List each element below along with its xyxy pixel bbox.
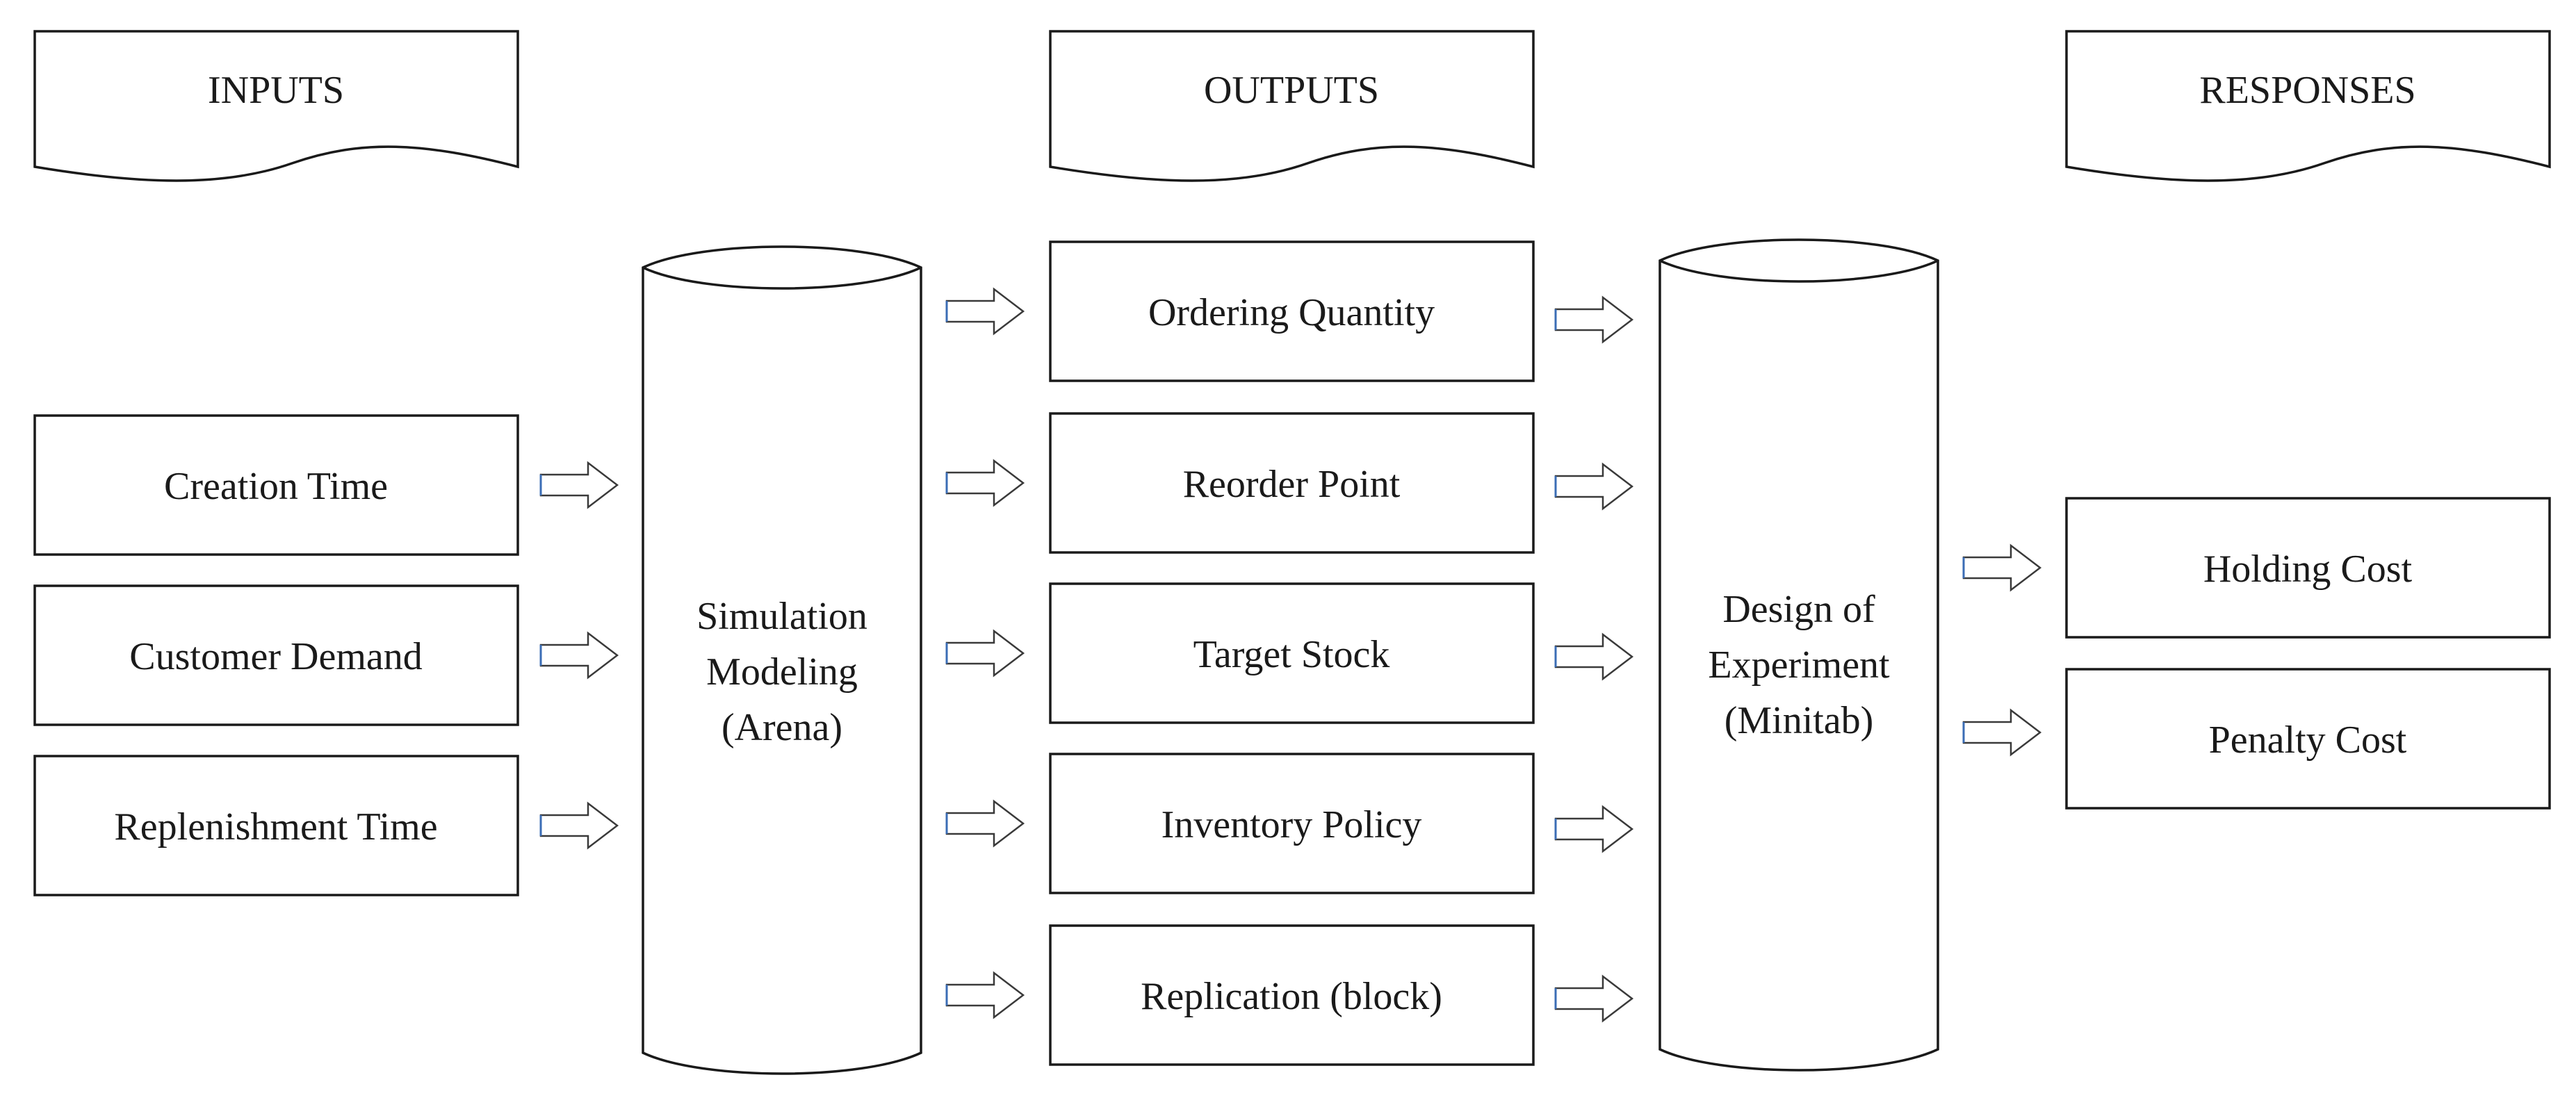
header-responses-label: RESPONSES (2199, 69, 2415, 112)
simulation-label-line-1: Simulation (696, 595, 867, 638)
output-label: Target Stock (1193, 633, 1390, 676)
doe-label-line-3: (Minitab) (1725, 699, 1874, 742)
simulation-label-line-2: Modeling (706, 650, 858, 694)
output-box-ordering-quantity: Ordering Quantity (1049, 240, 1535, 382)
flow-arrow-icon (945, 799, 1025, 848)
flow-arrow-icon (945, 629, 1025, 678)
output-label: Inventory Policy (1161, 803, 1422, 846)
flow-arrow-icon (539, 461, 619, 509)
output-box-inventory-policy: Inventory Policy (1049, 753, 1535, 894)
input-label: Creation Time (164, 465, 388, 508)
input-label: Customer Demand (129, 635, 422, 678)
input-box-replenishment-time: Replenishment Time (33, 755, 519, 896)
design-of-experiment-cylinder: Design of Experiment (Minitab) (1658, 238, 1939, 1072)
input-box-creation-time: Creation Time (33, 414, 519, 556)
output-label: Ordering Quantity (1148, 291, 1435, 334)
header-inputs-label: INPUTS (208, 69, 344, 112)
output-box-replication-block: Replication (block) (1049, 924, 1535, 1066)
header-outputs: OUTPUTS (1049, 30, 1535, 182)
flow-arrow-icon (1554, 974, 1634, 1023)
doe-label-line-1: Design of (1722, 588, 1875, 631)
doe-label-line-2: Experiment (1708, 643, 1890, 687)
response-box-holding-cost: Holding Cost (2065, 497, 2551, 639)
flow-arrow-icon (1554, 805, 1634, 853)
header-responses: RESPONSES (2065, 30, 2551, 182)
simulation-modeling-cylinder: Simulation Modeling (Arena) (642, 245, 922, 1075)
flow-arrow-icon (539, 631, 619, 680)
response-label: Holding Cost (2203, 548, 2413, 591)
flow-arrow-icon (539, 801, 619, 850)
flow-arrows (539, 287, 2042, 1023)
flow-arrow-icon (1554, 632, 1634, 681)
header-outputs-label: OUTPUTS (1204, 69, 1379, 112)
flow-arrow-icon (945, 459, 1025, 507)
flow-arrow-icon (945, 287, 1025, 336)
flow-arrow-icon (1962, 543, 2042, 592)
header-inputs: INPUTS (33, 30, 519, 182)
output-box-reorder-point: Reorder Point (1049, 412, 1535, 554)
output-label: Replication (block) (1141, 975, 1442, 1018)
input-label: Replenishment Time (114, 805, 437, 848)
flow-arrow-icon (945, 971, 1025, 1019)
output-label: Reorder Point (1183, 463, 1401, 506)
flow-arrow-icon (1554, 462, 1634, 511)
simulation-label-line-3: (Arena) (722, 706, 842, 749)
flow-arrow-icon (1962, 708, 2042, 757)
output-box-target-stock: Target Stock (1049, 582, 1535, 724)
response-box-penalty-cost: Penalty Cost (2065, 668, 2551, 810)
input-box-customer-demand: Customer Demand (33, 584, 519, 726)
response-label: Penalty Cost (2209, 719, 2407, 762)
flow-arrow-icon (1554, 295, 1634, 344)
